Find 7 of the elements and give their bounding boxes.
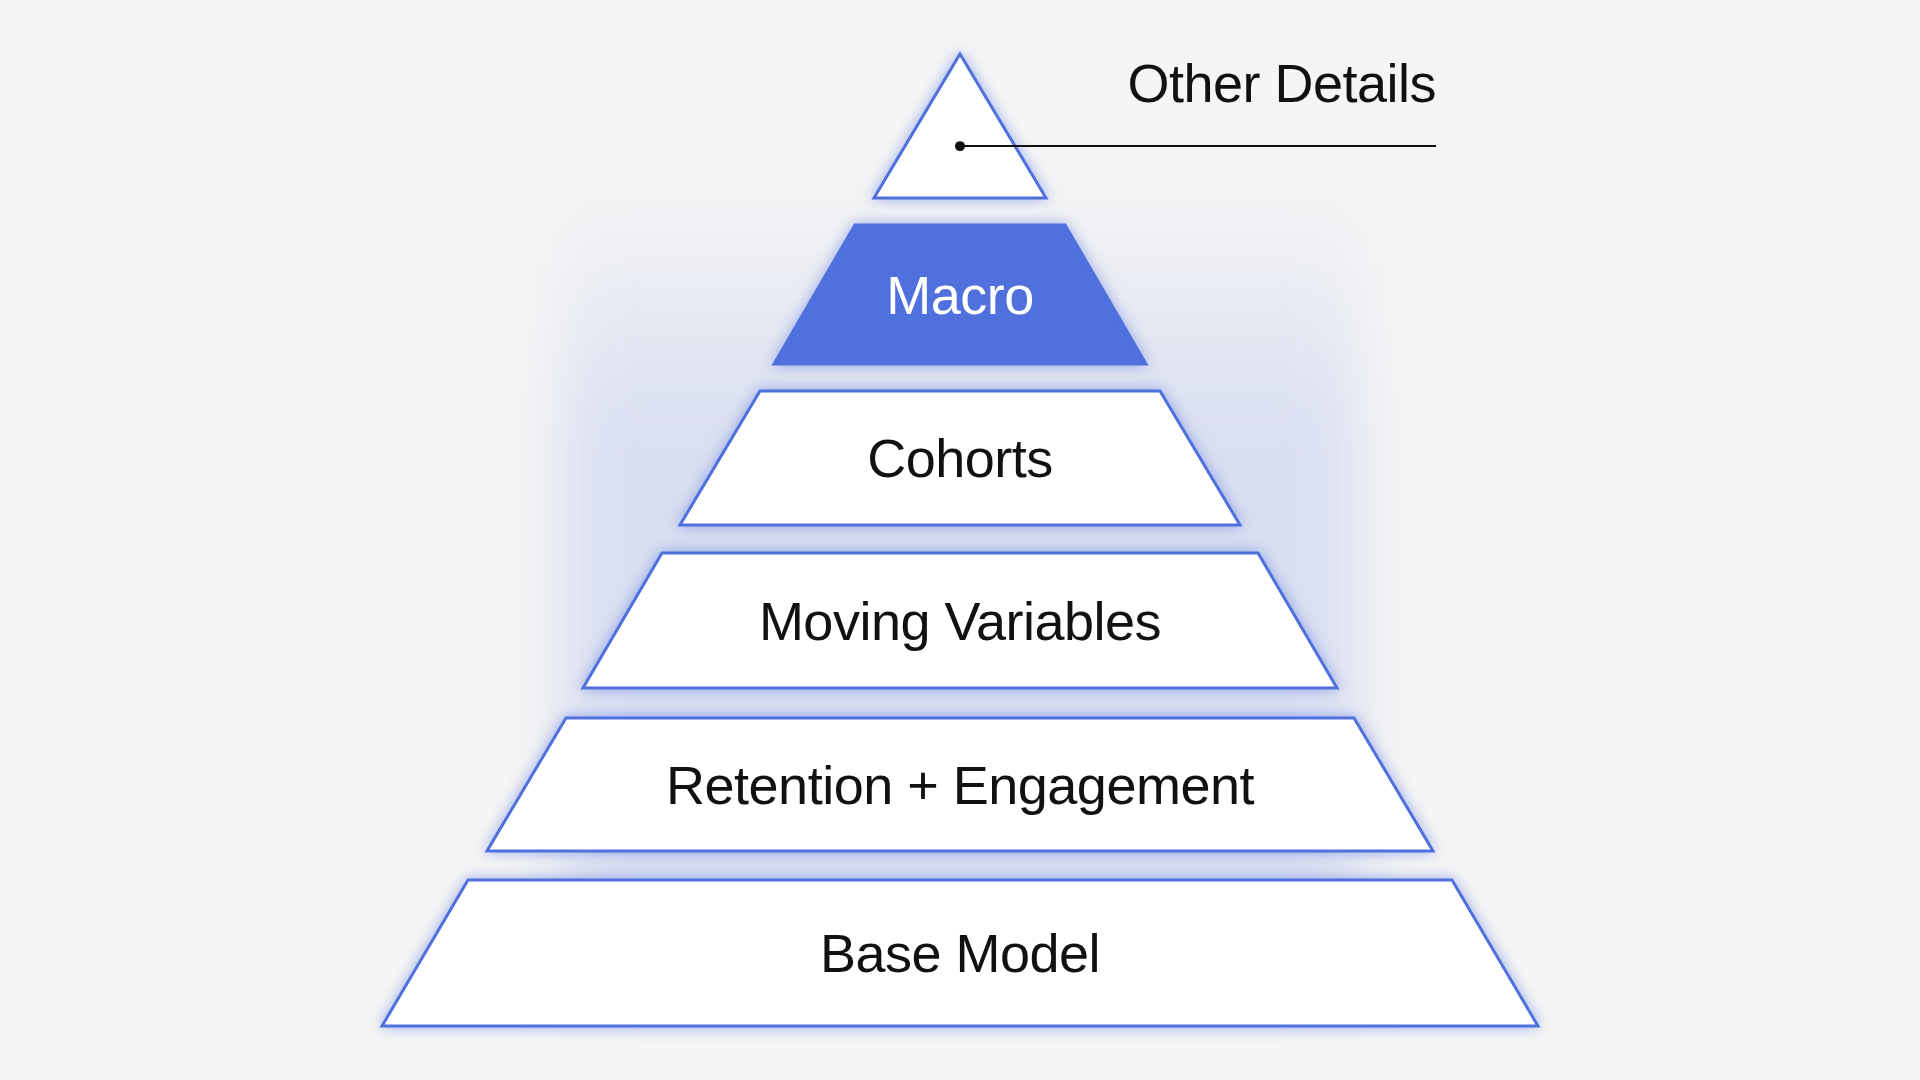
tier-label: Retention + Engagement <box>666 753 1254 816</box>
tier-label: Cohorts <box>867 427 1053 489</box>
leader-line <box>955 141 1437 152</box>
callout-label: Other Details <box>1060 52 1436 146</box>
tier-label: Moving Variables <box>758 589 1162 652</box>
tier-label: Base Model <box>819 922 1101 984</box>
tier-label: Macro <box>886 263 1034 326</box>
